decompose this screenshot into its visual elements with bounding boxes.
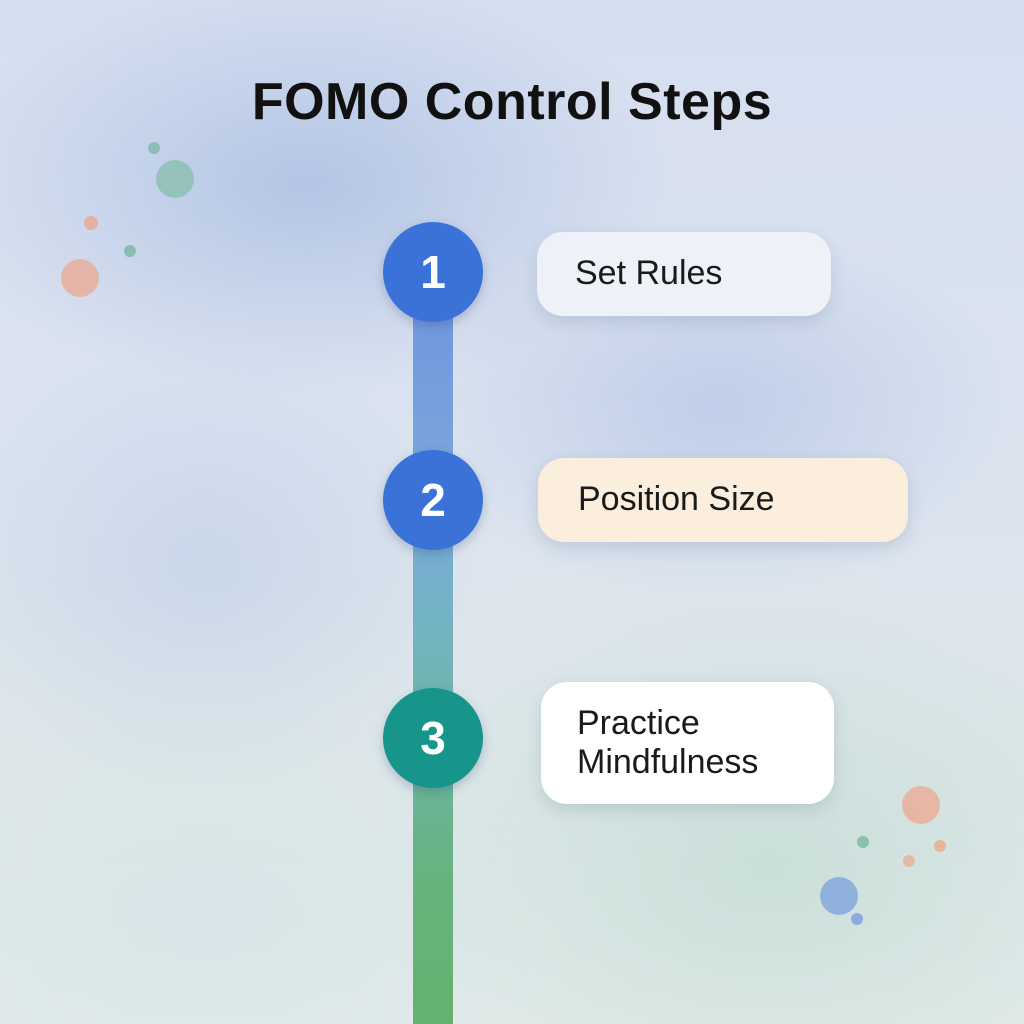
decorative-dot [61,259,99,297]
step-3-label: Practice Mindfulness [577,703,759,781]
step-2-card: Position Size [538,458,908,542]
decorative-dot [148,142,160,154]
decorative-dot [902,786,940,824]
page-title: FOMO Control Steps [251,73,773,131]
decorative-dot [903,855,915,867]
decorative-dot [851,913,863,925]
step-2-number: 2 [420,474,446,526]
decorative-dot [124,245,136,257]
step-2-badge: 2 [383,450,483,550]
decorative-dot [857,836,869,848]
decorative-dot [84,216,98,230]
step-1-number: 1 [420,246,446,298]
step-3-card: Practice Mindfulness [541,682,834,804]
timeline-bar [413,300,453,1024]
step-3-badge: 3 [383,688,483,788]
step-2-label: Position Size [578,480,775,519]
decorative-dot [934,840,946,852]
step-1-card: Set Rules [537,232,831,316]
decorative-dot [156,160,194,198]
step-1-badge: 1 [383,222,483,322]
step-1-label: Set Rules [575,254,723,293]
decorative-dot [820,877,858,915]
step-3-number: 3 [420,712,446,764]
